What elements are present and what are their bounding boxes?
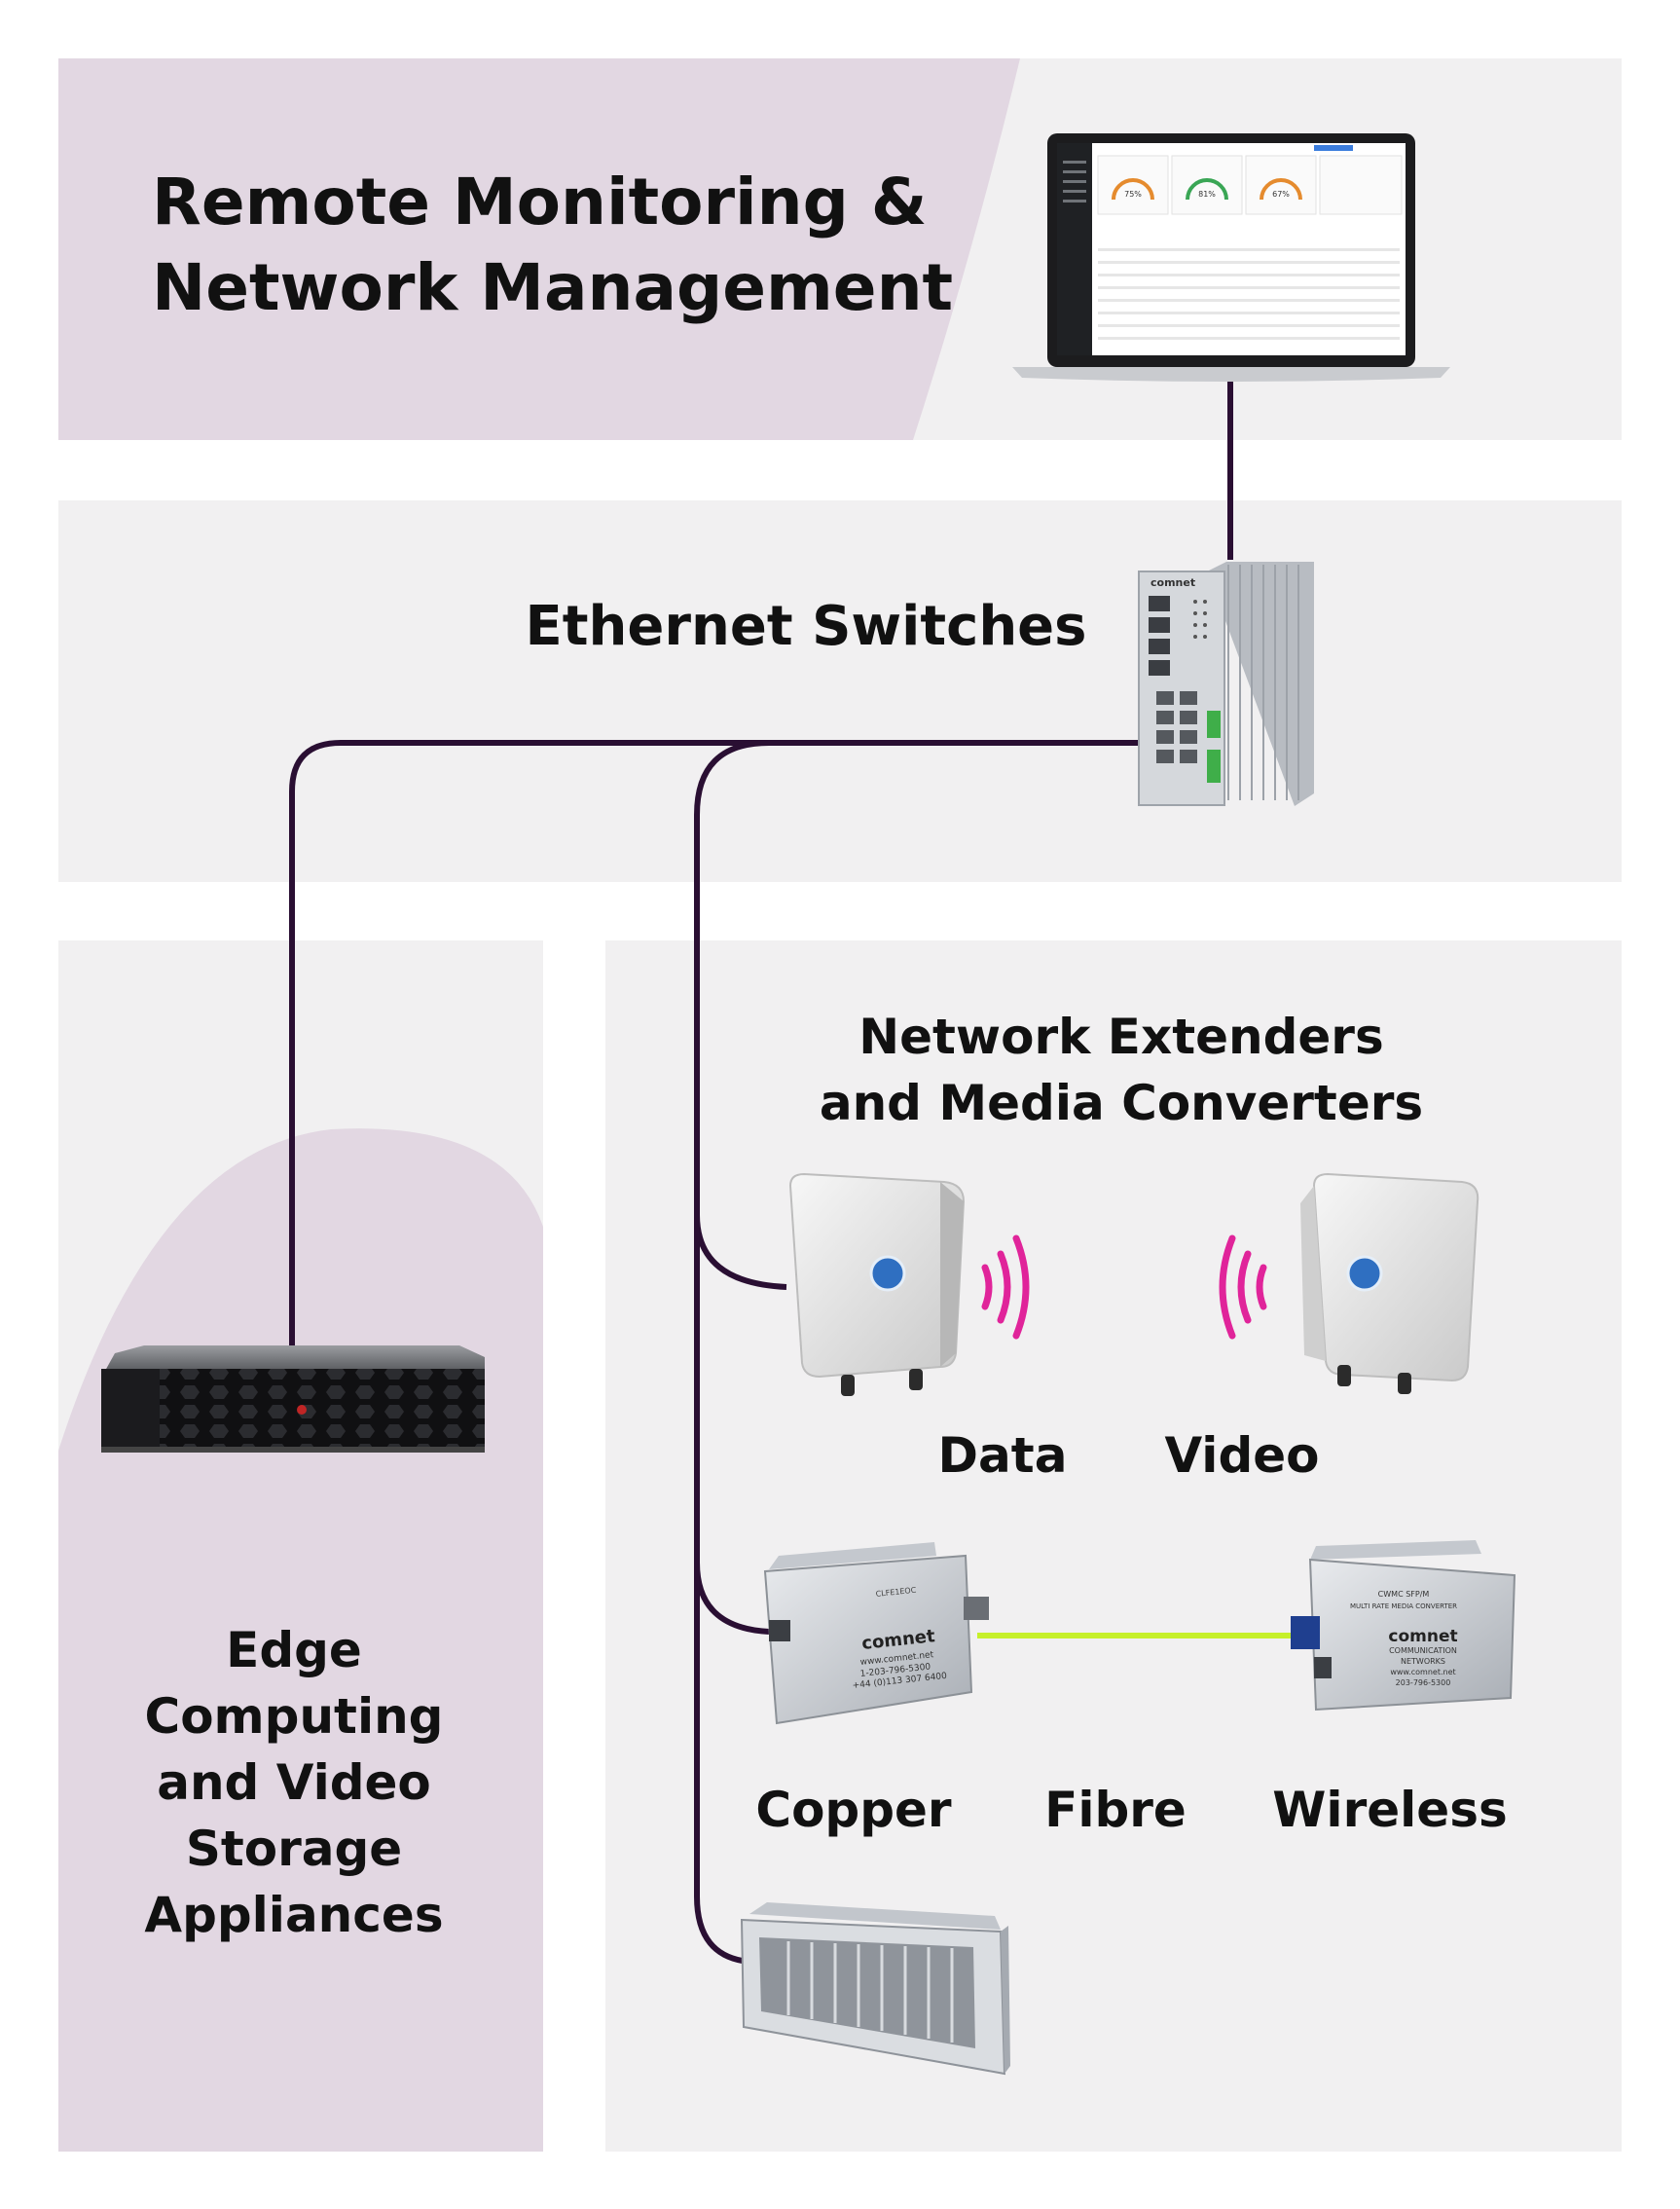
- edge-appliance: [101, 1345, 485, 1453]
- branch-to-converter-line: [694, 1562, 770, 1635]
- gauge-2-value: 81%: [1198, 190, 1216, 199]
- edge-line-2: Computing: [145, 1688, 444, 1745]
- signal-waves-in: [1219, 1234, 1267, 1340]
- switch-panel: [58, 500, 1622, 882]
- dashboard-table: [1098, 248, 1400, 340]
- switch-brand: comnet: [1150, 576, 1195, 589]
- dashboard-sidebar: [1057, 143, 1092, 355]
- ethernet-switches-label: Ethernet Switches: [525, 595, 1086, 658]
- converter-right: CWMC SFP/M MULTI RATE MEDIA CONVERTER co…: [1291, 1540, 1516, 1712]
- converter-right-model: CWMC SFP/M: [1378, 1590, 1430, 1599]
- switch-to-edge-line: [289, 740, 1141, 1355]
- converter-right-line-3: www.comnet.net: [1390, 1668, 1455, 1676]
- title-line-1: Remote Monitoring &: [152, 165, 927, 239]
- branch-to-antenna-line: [694, 1214, 787, 1290]
- edge-line-4: Storage: [186, 1821, 402, 1877]
- extenders-title-line-1: Network Extenders: [858, 1009, 1383, 1065]
- switch-to-extenders-line: [694, 740, 1141, 1965]
- edge-line-1: Edge: [226, 1622, 362, 1678]
- edge-line-3: and Video: [157, 1754, 431, 1811]
- nvr-power-led: [297, 1405, 307, 1415]
- laptop: 75% 81% 67%: [1012, 133, 1450, 382]
- antenna-right: [1300, 1172, 1479, 1394]
- connection-lines: [289, 376, 1233, 1965]
- converter-right-sub: MULTI RATE MEDIA CONVERTER: [1350, 1602, 1457, 1610]
- gauge-1-value: 75%: [1124, 190, 1142, 199]
- converter-right-brand: comnet: [1388, 1627, 1457, 1646]
- top-panel-accent: [58, 58, 1020, 440]
- video-label: Video: [1164, 1427, 1319, 1484]
- rack-chassis: [740, 1902, 1010, 2076]
- converter-left-model: CLFE1EOC: [875, 1586, 917, 1599]
- converter-right-line-2: NETWORKS: [1401, 1657, 1445, 1666]
- fibre-label: Fibre: [1044, 1782, 1187, 1838]
- converter-left: CLFE1EOC comnet www.comnet.net 1-203-796…: [763, 1542, 989, 1725]
- title-line-2: Network Management: [152, 250, 953, 325]
- dashboard-gauges: 75% 81% 67%: [1097, 155, 1403, 215]
- antenna-right-logo: [1346, 1255, 1383, 1292]
- converter-right-line-1: COMMUNICATION: [1389, 1646, 1457, 1655]
- signal-waves-out: [981, 1234, 1030, 1340]
- antenna-left: [788, 1172, 966, 1396]
- edge-line-5: Appliances: [144, 1887, 443, 1943]
- laptop-base: [1012, 367, 1450, 382]
- gauge-3-value: 67%: [1272, 190, 1290, 199]
- edge-panel: [58, 940, 543, 2152]
- data-label: Data: [938, 1427, 1068, 1484]
- wireless-label: Wireless: [1272, 1782, 1507, 1838]
- converter-right-line-4: 203-796-5300: [1396, 1678, 1451, 1687]
- copper-label: Copper: [755, 1782, 952, 1838]
- extenders-title-line-2: and Media Converters: [820, 1075, 1423, 1131]
- ethernet-switch: comnet: [1138, 562, 1314, 806]
- antenna-left-logo: [869, 1255, 906, 1292]
